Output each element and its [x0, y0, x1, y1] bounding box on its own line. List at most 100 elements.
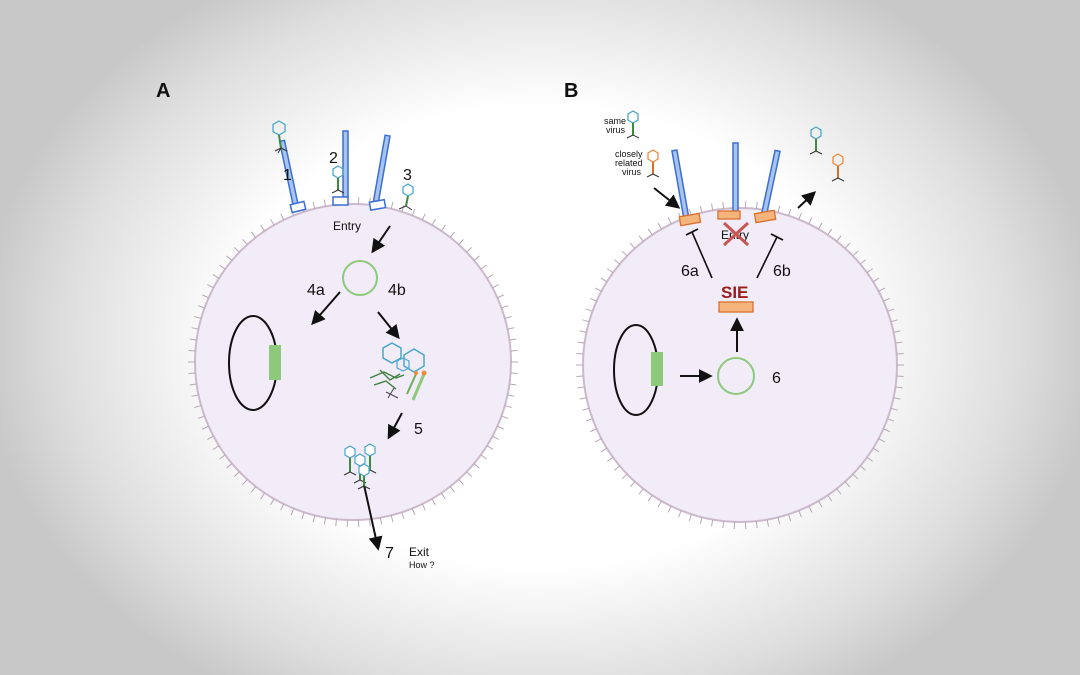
membrane-tick [688, 514, 692, 522]
membrane-tick [866, 268, 873, 274]
membrane-tick [711, 519, 714, 527]
membrane-tick [421, 213, 426, 221]
membrane-tick [678, 510, 682, 518]
membrane-tick [504, 316, 512, 319]
membrane-tick [711, 203, 714, 211]
membrane-tick [755, 201, 758, 209]
membrane-tick [507, 327, 515, 330]
membrane-tick [798, 510, 802, 518]
cell-b [582, 207, 898, 523]
membrane-tick [629, 481, 636, 488]
membrane-tick [585, 418, 593, 422]
arrow-icon [653, 187, 681, 209]
receptor-3 [368, 134, 391, 212]
membrane-tick [260, 224, 266, 232]
membrane-tick [421, 503, 426, 511]
assembled-phages [343, 443, 377, 490]
phage-icon [357, 463, 371, 490]
membrane-tick [480, 454, 487, 460]
prophage-insert-b [651, 352, 663, 386]
membrane-tick [473, 463, 480, 469]
membrane-tick [895, 386, 903, 389]
membrane-tick [189, 383, 197, 386]
membrane-tick [594, 438, 602, 443]
membrane-tick [638, 488, 644, 495]
step-3-label: 3 [403, 167, 412, 184]
membrane-tick [202, 294, 209, 299]
membrane-tick [242, 239, 248, 245]
receptor-b-right [753, 149, 781, 224]
membrane-tick [600, 447, 608, 453]
sie-protein [718, 301, 754, 313]
membrane-tick [233, 247, 240, 253]
membrane-tick [852, 473, 859, 480]
membrane-tick [501, 415, 509, 419]
membrane-tick [492, 284, 499, 289]
membrane-tick [504, 405, 512, 408]
step-4b-label: 4b [388, 282, 406, 299]
membrane-tick [226, 463, 233, 469]
membrane-tick [401, 204, 405, 212]
membrane-tick [859, 259, 866, 265]
membrane-tick [251, 231, 257, 238]
membrane-tick [473, 255, 480, 261]
membrane-tick [312, 201, 316, 209]
membrane-tick [582, 407, 590, 411]
sie-label: SIE [721, 283, 748, 302]
inhibit-icon [685, 228, 713, 279]
membrane-tick [890, 319, 898, 323]
step-6a-label: 6a [681, 263, 699, 280]
membrane-tick [607, 268, 614, 274]
membrane-tick [589, 428, 597, 433]
membrane-tick [290, 508, 295, 516]
cell-b-membrane-ticks [576, 201, 904, 529]
entry-label: Entry [333, 219, 361, 233]
membrane-tick [893, 330, 901, 333]
membrane-tick [507, 394, 515, 397]
receptor-b-mid [717, 142, 741, 220]
membrane-tick [827, 228, 833, 236]
membrane-tick [808, 217, 813, 225]
membrane-tick [893, 397, 901, 400]
arrow-icon [371, 225, 391, 254]
membrane-tick [755, 521, 758, 529]
panel-a: A [156, 80, 518, 570]
same-virus-label-line2: virus [606, 125, 626, 135]
membrane-tick [594, 287, 602, 292]
membrane-tick [836, 235, 842, 242]
panel-b: B same virus closely related virus [564, 80, 904, 529]
membrane-tick [390, 201, 394, 209]
membrane-tick [852, 250, 859, 257]
membrane-tick [808, 505, 813, 513]
membrane-tick [212, 445, 220, 450]
membrane-tick [844, 242, 851, 249]
membrane-tick [194, 405, 202, 408]
membrane-tick [501, 305, 509, 309]
membrane-tick [197, 415, 205, 419]
membrane-tick [219, 454, 226, 460]
membrane-tick [577, 341, 585, 344]
phage-components [369, 342, 427, 401]
membrane-tick [859, 465, 866, 471]
phage-icon [809, 126, 823, 155]
phage-dna-circle [342, 260, 378, 296]
membrane-tick [449, 486, 455, 493]
membrane-tick [480, 264, 487, 270]
membrane-tick [657, 500, 662, 508]
membrane-tick [280, 213, 285, 221]
membrane-tick [431, 498, 436, 506]
membrane-tick [492, 435, 499, 440]
membrane-tick [699, 205, 703, 213]
capsid-icon [403, 348, 425, 373]
membrane-tick [585, 308, 593, 312]
arrow-icon [797, 191, 817, 209]
membrane-tick [836, 488, 842, 495]
membrane-tick [818, 500, 823, 508]
membrane-tick [577, 386, 585, 389]
membrane-tick [777, 205, 781, 213]
membrane-tick [458, 479, 464, 485]
membrane-tick [844, 481, 851, 488]
membrane-tick [379, 517, 383, 525]
membrane-tick [458, 239, 464, 245]
